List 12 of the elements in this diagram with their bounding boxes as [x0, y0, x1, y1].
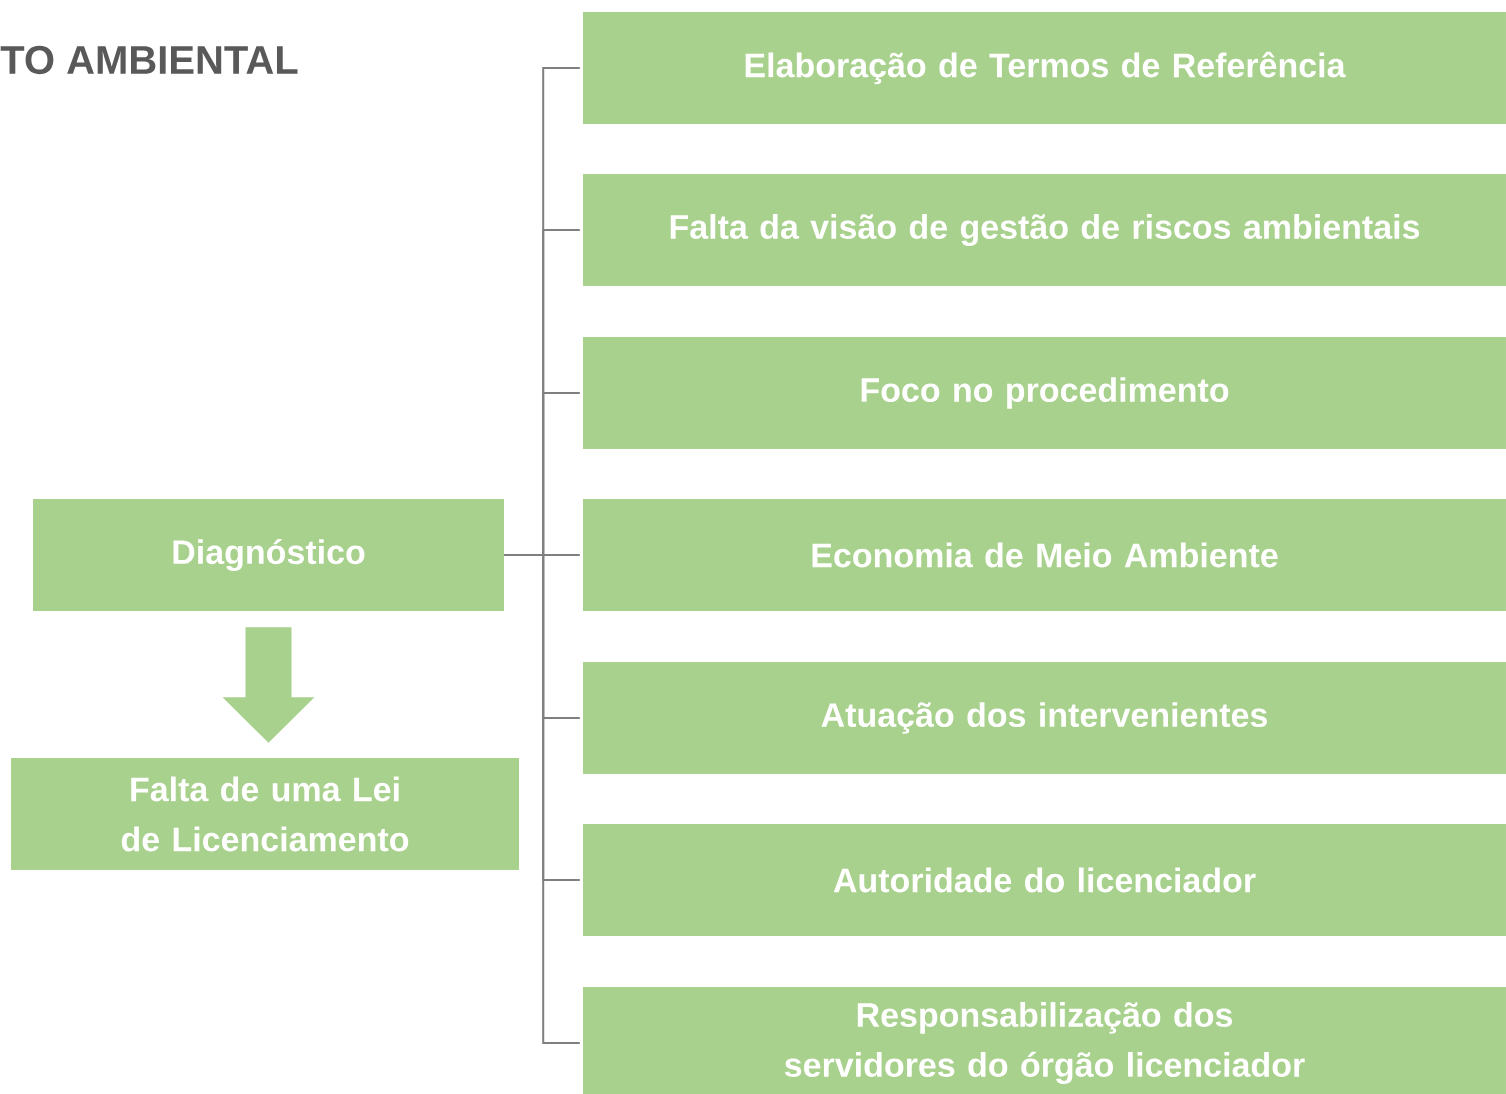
connector-line	[503, 554, 581, 1044]
process-box: Atuação dos intervenientes	[583, 662, 1506, 774]
process-box: Elaboração de Termos de Referência	[583, 12, 1506, 124]
block-arrow	[222, 627, 315, 743]
process-box: Responsabilização dos servidores do órgão licenciador	[583, 987, 1506, 1094]
title: TO AMBIENTAL	[0, 45, 298, 75]
process-box: Falta de uma Lei de Licenciamento	[11, 758, 519, 870]
process-box: Autoridade do licenciador	[583, 824, 1506, 936]
process-box: Foco no procedimento	[583, 337, 1506, 449]
process-box: Diagnóstico	[33, 499, 504, 611]
process-box: Falta da visão de gestão de riscos ambientais	[583, 174, 1506, 286]
process-box: Economia de Meio Ambiente	[583, 499, 1506, 611]
